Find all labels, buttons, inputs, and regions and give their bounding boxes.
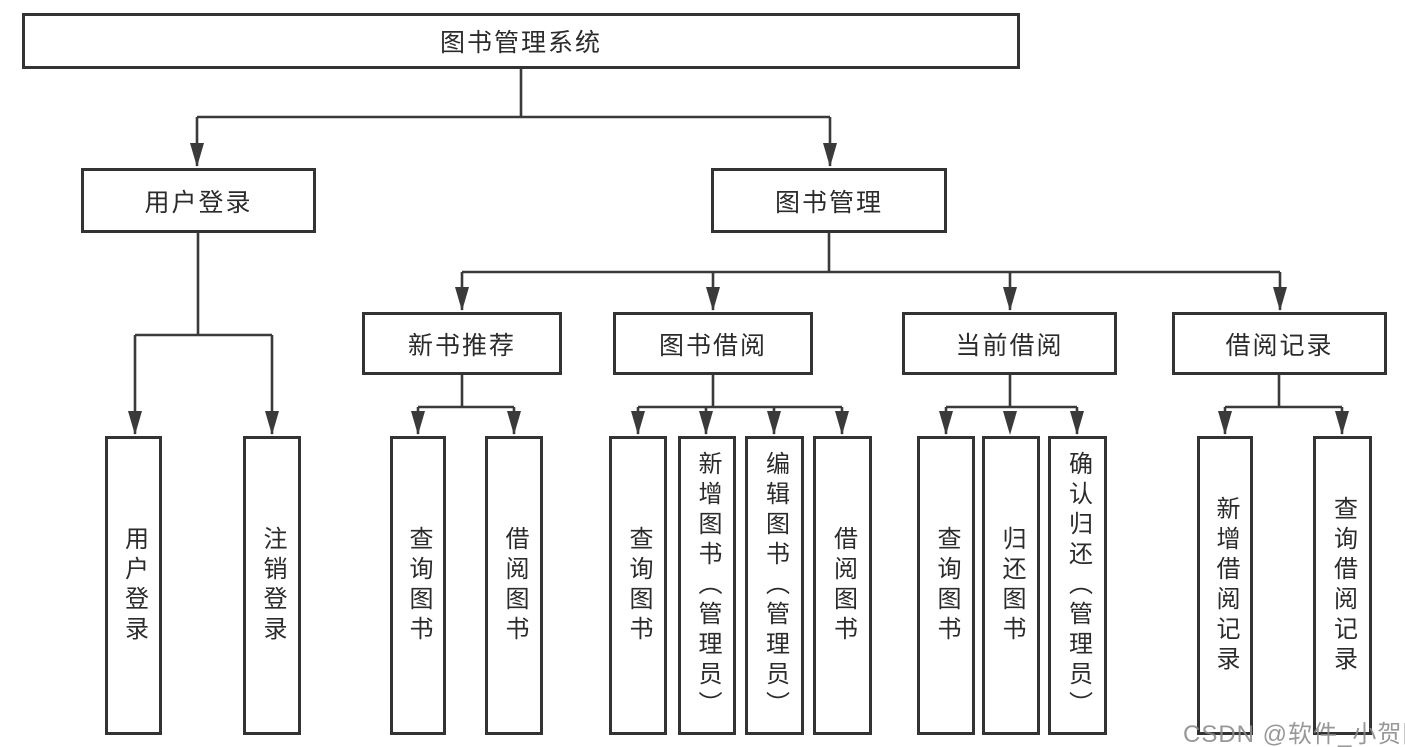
connector-newbook-leaves [416, 375, 516, 434]
leaf-label: 查询借阅记录 [1329, 495, 1357, 676]
arrowheads-level3 [455, 287, 1287, 311]
arrowheads-level2 [190, 143, 837, 167]
leaf-label: 用户登录 [120, 525, 148, 646]
leaf-user-login: 用户登录 [105, 436, 162, 735]
leaf-query-books-current: 查询图书 [917, 436, 975, 735]
leaf-return-books: 归还图书 [982, 436, 1040, 735]
leaf-add-books-admin: 新增图书（管理员） [678, 436, 736, 735]
leaf-label: 注销登录 [259, 525, 286, 646]
node-book-management-branch: 图书管理 [711, 168, 947, 233]
leaf-confirm-return-admin: 确认归还（管理员） [1048, 436, 1107, 735]
connector-records-leaves [1223, 375, 1344, 434]
leaf-edit-books-admin: 编辑图书（管理员） [745, 436, 804, 735]
node-library-management-system: 图书管理系统 [22, 13, 1020, 69]
node-current-borrowing: 当前借阅 [902, 312, 1117, 375]
leaf-borrow-books-recommend: 借阅图书 [485, 436, 543, 735]
node-label: 用户登录 [144, 188, 253, 217]
node-new-book-recommendation: 新书推荐 [362, 312, 562, 375]
node-book-borrowing: 图书借阅 [613, 312, 813, 375]
csdn-watermark: CSDN @软件_小贺同学 [1183, 721, 1405, 747]
leaf-borrow-books-borrowing: 借阅图书 [813, 436, 872, 735]
node-borrowing-records: 借阅记录 [1172, 312, 1387, 375]
leaf-label: 查询图书 [625, 525, 652, 646]
node-label: 图书借阅 [658, 331, 767, 360]
connector-mgmt-to-level3 [460, 233, 1282, 310]
node-label: 图书管理 [774, 188, 883, 217]
leaf-label: 编辑图书（管理员） [761, 450, 789, 721]
node-user-login-branch: 用户登录 [81, 168, 316, 233]
connector-borrow-leaves [636, 375, 844, 434]
leaf-label: 新增借阅记录 [1212, 495, 1239, 676]
arrowheads-leaves [411, 411, 1349, 435]
leaf-label: 借阅图书 [501, 525, 528, 646]
node-label: 借阅记录 [1225, 331, 1334, 360]
leaf-label: 归还图书 [998, 525, 1025, 646]
leaf-label: 查询图书 [405, 525, 432, 646]
connector-login-to-leaves [133, 233, 274, 434]
leaf-query-books-recommend: 查询图书 [390, 436, 446, 735]
leaf-add-borrow-record: 新增借阅记录 [1197, 436, 1253, 735]
connector-root-to-level2 [195, 68, 832, 166]
node-label: 当前借阅 [955, 331, 1064, 360]
arrowheads-login-leaves [128, 411, 279, 435]
leaf-label: 确认归还（管理员） [1064, 450, 1092, 721]
leaf-label: 新增图书（管理员） [694, 450, 721, 721]
node-label: 图书管理系统 [439, 29, 602, 57]
leaf-label: 借阅图书 [829, 525, 857, 646]
leaf-logout: 注销登录 [243, 436, 301, 735]
node-label: 新书推荐 [407, 331, 516, 360]
leaf-query-borrow-record: 查询借阅记录 [1313, 436, 1372, 735]
leaf-query-books-borrowing: 查询图书 [609, 436, 667, 735]
leaf-label: 查询图书 [933, 525, 960, 646]
